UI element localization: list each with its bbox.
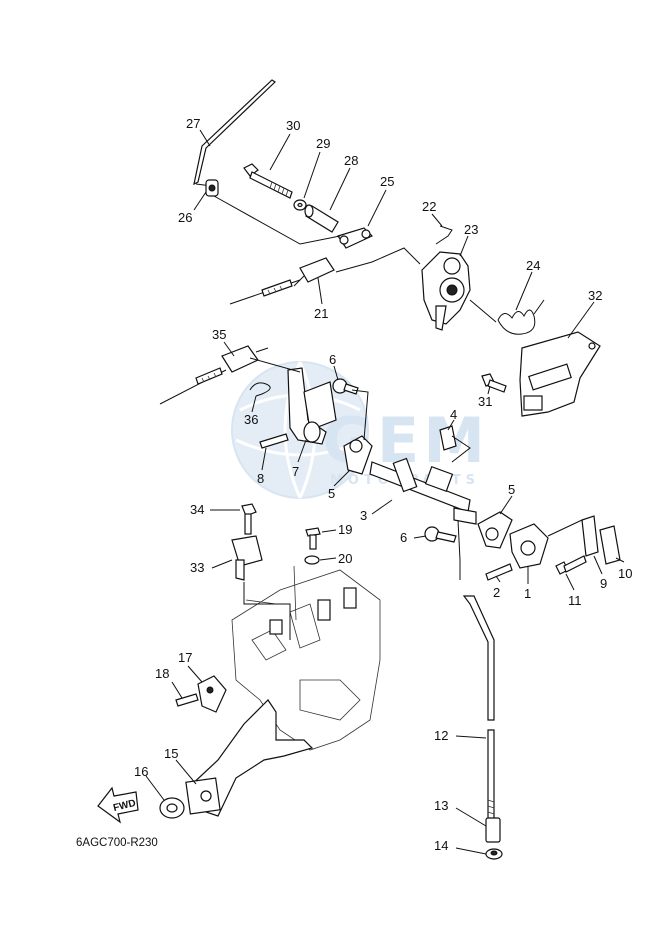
- part-9-plate: [581, 515, 599, 557]
- callout-22: 22: [422, 199, 436, 214]
- part-34-bolt: [241, 503, 257, 535]
- callout-6-upper: 6: [329, 352, 336, 367]
- callout-16: 16: [134, 764, 148, 779]
- callout-10: 10: [618, 566, 632, 581]
- part-18-pin: [175, 693, 199, 707]
- part-14-nut: [485, 848, 503, 860]
- callout-17: 17: [178, 650, 192, 665]
- part-17-block: [197, 675, 227, 713]
- callout-8: 8: [257, 471, 264, 486]
- part-27-rod: [193, 79, 276, 187]
- callout-32: 32: [588, 288, 602, 303]
- callout-2: 2: [493, 585, 500, 600]
- callout-34: 34: [190, 502, 204, 517]
- callout-33: 33: [190, 560, 204, 575]
- part-36-clip: [249, 382, 271, 397]
- callout-21: 21: [314, 306, 328, 321]
- callout-24: 24: [526, 258, 540, 273]
- part-23-cam: [421, 251, 471, 331]
- callout-5-mid: 5: [328, 486, 335, 501]
- part-7-lever: [287, 367, 337, 445]
- part-1-lever: [509, 523, 549, 569]
- callout-12: 12: [434, 728, 448, 743]
- part-15-bracket: [185, 699, 314, 817]
- part-21-cable-end: [229, 257, 335, 305]
- part-13-sleeve: [485, 817, 501, 843]
- callout-1: 1: [524, 586, 531, 601]
- part-3-shaft: [369, 457, 477, 525]
- callout-19: 19: [338, 522, 352, 537]
- callout-36: 36: [244, 412, 258, 427]
- callout-20: 20: [338, 551, 352, 566]
- part-6-bolt-lower: [424, 526, 457, 543]
- engine-block-outline: [231, 565, 381, 751]
- callout-23: 23: [464, 222, 478, 237]
- part-32-bracket: [519, 331, 601, 417]
- callout-30: 30: [286, 118, 300, 133]
- part-30-bolt: [243, 163, 293, 199]
- part-6-bolt-upper: [332, 378, 359, 395]
- callout-14: 14: [434, 838, 448, 853]
- callout-15: 15: [164, 746, 178, 761]
- callout-25: 25: [380, 174, 394, 189]
- callout-31: 31: [478, 394, 492, 409]
- leader-line-6-5: [351, 389, 369, 441]
- part-5-collar-mid: [343, 435, 373, 475]
- callout-13: 13: [434, 798, 448, 813]
- leader-line-12: [457, 519, 461, 561]
- leader-line-33: [243, 582, 291, 640]
- part-11-bolt: [555, 555, 587, 575]
- part-20-washer: [304, 555, 320, 565]
- part-35-cable-end: [159, 345, 269, 405]
- diagram-code: 6AGC700-R230: [76, 837, 158, 849]
- fwd-arrow-icon: FWD: [97, 786, 139, 824]
- callout-7: 7: [292, 464, 299, 479]
- callout-18: 18: [155, 666, 169, 681]
- part-2-pin: [485, 563, 513, 581]
- part-5-collar-right: [477, 511, 513, 549]
- part-33-clamp: [231, 535, 263, 581]
- part-4-clip: [439, 425, 471, 463]
- callout-27: 27: [186, 116, 200, 131]
- callout-9: 9: [600, 576, 607, 591]
- leader-line-21-23: [335, 247, 421, 273]
- callout-6-lower: 6: [400, 530, 407, 545]
- part-28-sleeve: [304, 204, 339, 233]
- callout-4: 4: [450, 407, 457, 422]
- callout-5-right: 5: [508, 482, 515, 497]
- callout-29: 29: [316, 136, 330, 151]
- part-12-rod: [459, 560, 495, 821]
- callout-26: 26: [178, 210, 192, 225]
- part-31-bolt: [481, 373, 507, 393]
- leader-line-26-25: [213, 195, 341, 245]
- leader-line-35-7: [249, 357, 301, 373]
- part-25-link: [337, 227, 374, 249]
- callout-11: 11: [568, 593, 582, 608]
- callout-35: 35: [212, 327, 226, 342]
- part-24-spring: [469, 299, 545, 335]
- part-26-clip: [205, 179, 219, 197]
- part-19-bolt: [305, 527, 321, 550]
- part-8-pin: [259, 433, 289, 449]
- part-16-grommet: [159, 797, 185, 819]
- part-22-pin: [435, 225, 453, 245]
- callouts: 27 30 29 28 25 26 22 23 24 32 21 35: [134, 116, 632, 855]
- callout-3: 3: [360, 508, 367, 523]
- callout-28: 28: [344, 153, 358, 168]
- fwd-label: FWD: [112, 798, 137, 814]
